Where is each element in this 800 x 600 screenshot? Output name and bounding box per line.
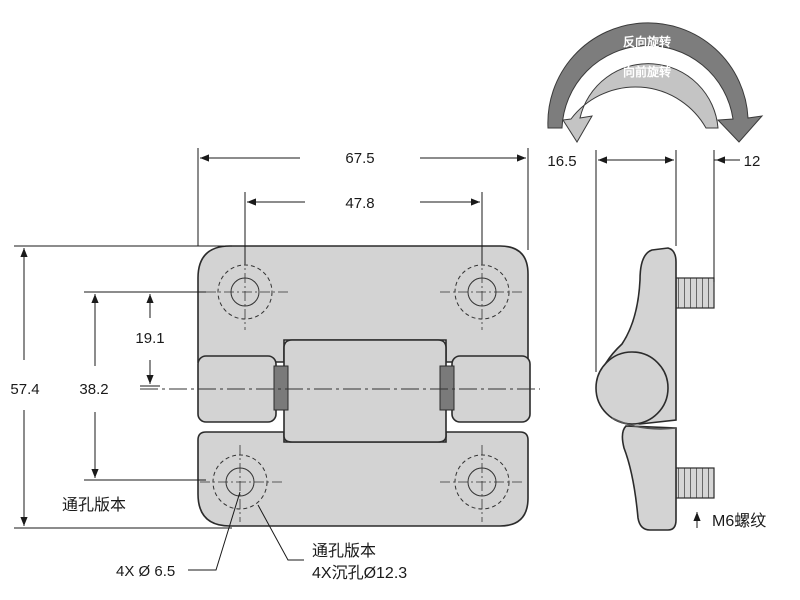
hinge-side-view — [595, 247, 715, 531]
reverse-rotation-label: 反向旋转 — [623, 34, 671, 49]
leader-counterbore — [257, 504, 304, 561]
hinge-front-view — [140, 245, 540, 527]
hinge-bottom-leaf — [197, 431, 529, 527]
thread-stud-bottom — [675, 467, 715, 499]
dim-overall-height: 57.4 — [10, 381, 39, 398]
label-hole-diameter: 4X Ø 6.5 — [116, 563, 175, 580]
leader-hole-diameter — [188, 491, 241, 571]
dim-hole-spacing-y: 38.2 — [79, 381, 108, 398]
mounting-hole-bottom-right — [440, 445, 524, 522]
gasket-left — [273, 365, 289, 411]
dim-overall-width: 67.5 — [345, 150, 374, 167]
reverse-rotation-arrow — [547, 22, 764, 143]
annotation-labels: 通孔版本 4X Ø 6.5 通孔版本 4X沉孔Ø12.3 M6螺纹 — [62, 496, 766, 582]
forward-rotation-label: 向前旋转 — [623, 64, 671, 79]
hinge-center-knuckle — [283, 339, 447, 443]
dimension-values: 67.5 47.8 57.4 38.2 19.1 16.5 12 — [10, 150, 760, 398]
dim-hole-spacing-x: 47.8 — [345, 195, 374, 212]
hinge-top-leaf — [197, 245, 529, 363]
label-through-hole-version: 通孔版本 — [62, 496, 126, 514]
dim-hole-to-axis: 19.1 — [135, 330, 164, 347]
label-through-hole-version-2: 通孔版本 — [312, 542, 376, 560]
rotation-arrows: 反向旋转 向前旋转 — [547, 22, 764, 143]
label-counterbore: 4X沉孔Ø12.3 — [312, 564, 407, 582]
gasket-right — [439, 365, 455, 411]
side-knuckle — [595, 351, 669, 425]
mounting-hole-top-right — [440, 255, 524, 330]
mounting-hole-bottom-left — [200, 445, 284, 522]
dimension-lines — [14, 148, 740, 571]
mounting-hole-top-left — [206, 255, 290, 330]
dim-side-right: 12 — [744, 153, 761, 170]
thread-stud-top — [675, 277, 715, 309]
label-thread-spec: M6螺纹 — [712, 512, 766, 530]
side-lower-leaf — [621, 425, 677, 531]
forward-rotation-arrow — [562, 63, 719, 143]
dim-side-left: 16.5 — [547, 153, 576, 170]
